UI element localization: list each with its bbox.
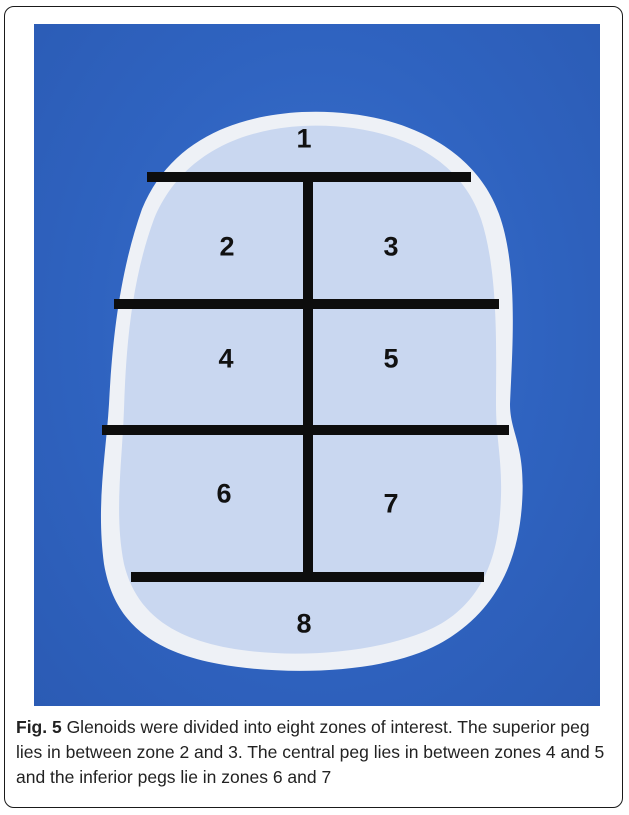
zone-label-7: 7 xyxy=(383,491,398,518)
glenoid-diagram xyxy=(34,24,600,706)
zone-label-6: 6 xyxy=(216,481,231,508)
zone-label-8: 8 xyxy=(296,611,311,638)
glenoid-photo: 1 2 3 4 5 6 7 8 xyxy=(34,24,600,706)
zone-label-3: 3 xyxy=(383,234,398,261)
figure-caption: Fig. 5 Glenoids were divided into eight … xyxy=(16,715,616,790)
zone-label-5: 5 xyxy=(383,346,398,373)
caption-text: Glenoids were divided into eight zones o… xyxy=(16,717,604,787)
figure-label: Fig. 5 xyxy=(16,717,62,737)
zone-label-4: 4 xyxy=(218,346,233,373)
zone-label-1: 1 xyxy=(296,126,311,153)
zone-label-2: 2 xyxy=(219,234,234,261)
